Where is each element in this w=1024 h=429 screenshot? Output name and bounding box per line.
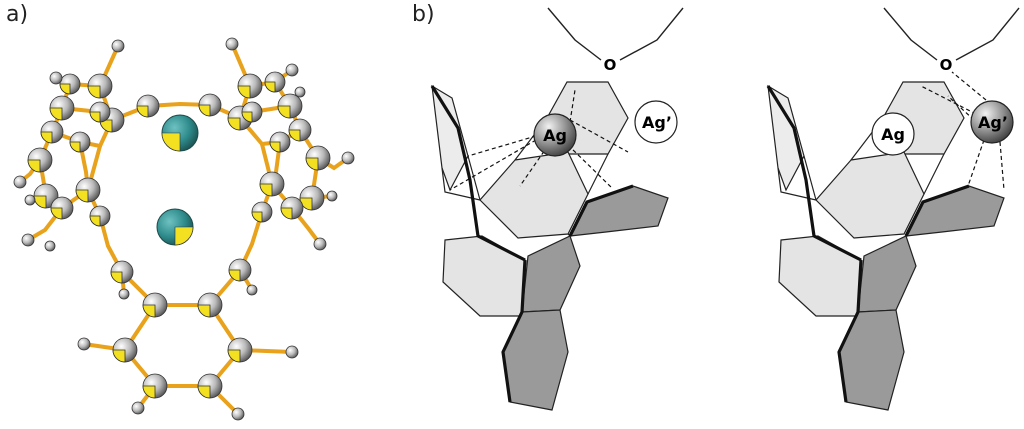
ether-chain <box>619 7 684 61</box>
ether-chain <box>955 7 1020 61</box>
carbon-atom <box>99 107 125 133</box>
carbon-atom <box>59 73 81 95</box>
ring-light <box>778 235 862 317</box>
carbon-atom <box>288 118 312 142</box>
silver-prime-occupied: Ag’ <box>970 100 1014 144</box>
crystal-structure-model <box>13 37 355 421</box>
carbon-atom <box>277 93 303 119</box>
carbon-atom <box>228 258 252 282</box>
ring-light <box>767 84 805 192</box>
atom-ellipsoids <box>13 37 355 421</box>
carbon-atom <box>280 196 304 220</box>
interaction-lines <box>920 71 1005 191</box>
silver-sphere-occupied: Ag <box>533 113 577 157</box>
silver-label: Ag <box>543 126 567 145</box>
carbon-atom <box>69 131 91 153</box>
ring-dark <box>521 235 581 313</box>
carbon-atom <box>251 201 273 223</box>
oxygen-label: O <box>604 56 617 74</box>
oxygen-label: O <box>940 56 953 74</box>
carbon-atom <box>142 373 168 399</box>
silver-vacant: Ag <box>871 112 915 156</box>
carbon-atom <box>89 205 111 227</box>
carbon-atom <box>305 145 331 171</box>
carbon-atom <box>241 101 263 123</box>
silver-prime-vacant: Ag’ <box>634 100 678 144</box>
ring-dark <box>838 309 905 411</box>
carbon-atom <box>75 177 101 203</box>
silver-prime-label: Ag’ <box>642 113 672 132</box>
carbon-atom <box>110 260 134 284</box>
hydrogen-atoms <box>13 37 355 421</box>
thick-bonds <box>430 85 634 403</box>
carbon-atom <box>198 93 222 117</box>
carbon-atom <box>142 292 168 318</box>
carbon-atom <box>50 196 74 220</box>
carbon-atom <box>197 373 223 399</box>
ring-light <box>442 235 526 317</box>
carbon-atom <box>269 131 291 153</box>
carbon-atom <box>112 337 138 363</box>
carbon-atom <box>40 120 64 144</box>
carbon-atom <box>299 185 325 211</box>
schematic-right: O Ag Ag’ <box>766 7 1020 411</box>
schematic-left: O Ag Ag’ <box>430 7 684 411</box>
carbon-atom <box>33 183 59 209</box>
carbon-atom <box>27 147 53 173</box>
panel-label-b: b) <box>412 2 435 27</box>
carbon-atom <box>87 73 113 99</box>
carbon-atom <box>197 292 223 318</box>
carbon-atom <box>259 171 285 197</box>
silver-atom-top <box>161 114 199 152</box>
carbon-atom <box>237 73 263 99</box>
panel-label-a: a) <box>6 2 29 27</box>
carbon-atom <box>136 94 160 118</box>
silver-atom-bottom <box>156 208 194 246</box>
carbon-atom <box>89 101 111 123</box>
carbon-atom <box>264 71 286 93</box>
ring-dark <box>502 309 569 411</box>
ether-chain <box>883 7 938 61</box>
carbon-atom <box>227 337 253 363</box>
ring-dark <box>857 235 917 313</box>
carbon-atom <box>49 95 75 121</box>
oxygen-atom <box>937 55 955 73</box>
ether-chain <box>547 7 602 61</box>
thick-bonds <box>766 85 970 403</box>
oxygen-atom <box>601 55 619 73</box>
silver-label: Ag <box>881 125 905 144</box>
silver-prime-label: Ag’ <box>978 113 1008 132</box>
ring-light <box>431 84 469 192</box>
ring-light <box>815 151 925 239</box>
